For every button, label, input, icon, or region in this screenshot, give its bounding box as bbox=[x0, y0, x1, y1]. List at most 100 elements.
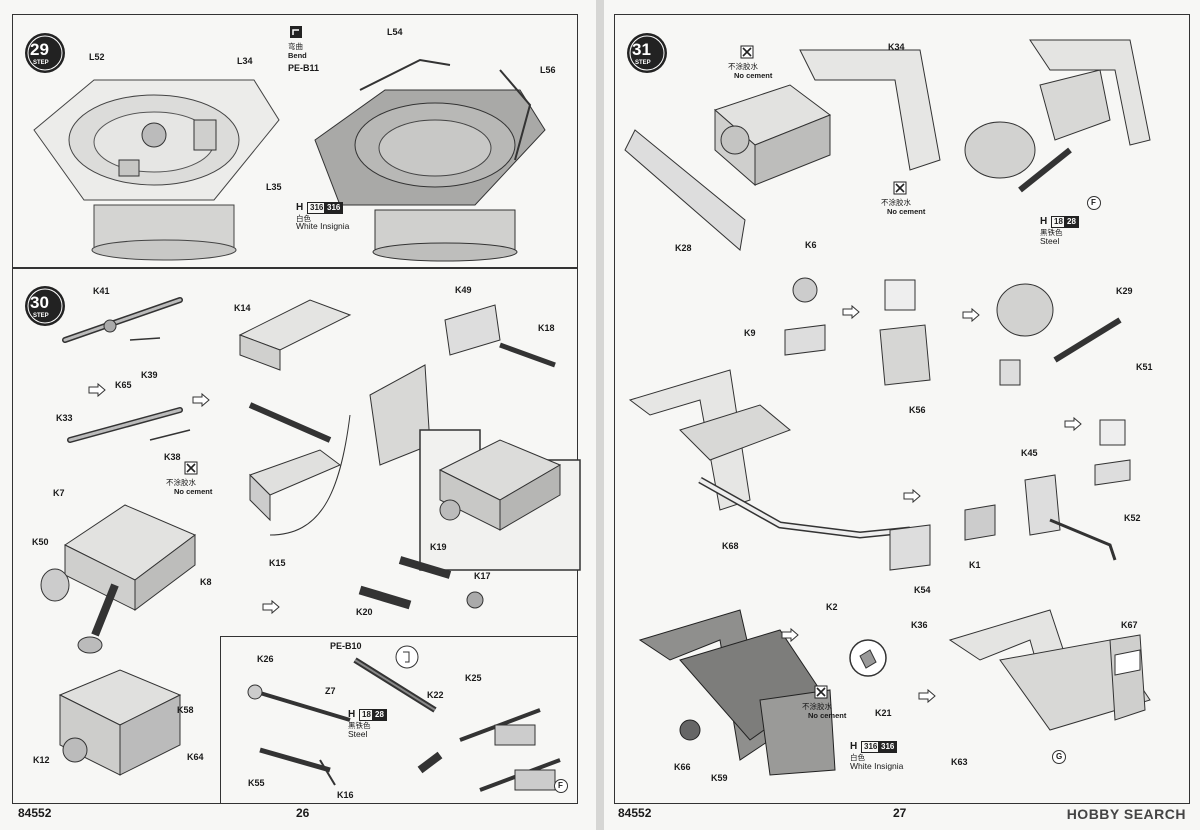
pe-part-B11: PE-B11 bbox=[288, 63, 320, 73]
label-K12: K12 bbox=[33, 755, 50, 765]
steel-paint-code-2: 28 bbox=[1064, 216, 1079, 228]
label-K55: K55 bbox=[248, 778, 265, 788]
step30-word: STEP bbox=[33, 313, 49, 319]
label-K20: K20 bbox=[356, 607, 373, 617]
direction-arrow-icon bbox=[962, 307, 980, 323]
mg-assembled-drawing bbox=[417, 708, 561, 792]
no-cement-label-cn: 不涂胶水 bbox=[728, 62, 758, 71]
white-paint-name-cn: 白色 bbox=[850, 753, 865, 762]
step31-word: STEP bbox=[635, 60, 651, 66]
label-K2: K2 bbox=[826, 602, 838, 612]
label-K15: K15 bbox=[269, 558, 286, 568]
steel-paint-name-en: Steel bbox=[348, 729, 368, 739]
direction-arrow-icon bbox=[918, 688, 936, 704]
left-page-number: 26 bbox=[296, 806, 310, 820]
gun-shaft-drawing bbox=[62, 297, 183, 343]
callout-f-icon bbox=[554, 779, 568, 793]
steel-paint-letter: H bbox=[348, 709, 356, 720]
step30-badge bbox=[25, 286, 65, 326]
left-catalog-number: 84552 bbox=[18, 806, 52, 820]
breech-assembly-drawing bbox=[238, 299, 431, 536]
label-K36: K36 bbox=[911, 620, 928, 630]
label-K1: K1 bbox=[969, 560, 981, 570]
label-K52: K52 bbox=[1124, 513, 1141, 523]
label-K34: K34 bbox=[888, 42, 905, 52]
step31-badge bbox=[627, 33, 667, 73]
gun-cradle-final-drawing bbox=[948, 609, 1151, 731]
no-cement-label-cn: 不涂胶水 bbox=[802, 702, 832, 711]
gun-shaft-2-drawing bbox=[67, 407, 191, 443]
no-cement-icon bbox=[893, 181, 907, 195]
label-K6: K6 bbox=[805, 240, 817, 250]
label-K50: K50 bbox=[32, 537, 49, 547]
white-paint-letter: H bbox=[850, 741, 858, 752]
label-K58: K58 bbox=[177, 705, 194, 715]
recoil-parts-drawing bbox=[358, 556, 484, 610]
paint-letter: H bbox=[296, 202, 304, 213]
machine-gun-drawing bbox=[353, 657, 437, 713]
step29-word: STEP bbox=[33, 60, 49, 66]
detail-callout-icon bbox=[395, 645, 419, 669]
direction-arrow-icon bbox=[192, 392, 210, 408]
callout-g-label: G bbox=[1056, 752, 1063, 761]
assembled-gun-inset bbox=[419, 429, 581, 571]
label-K59: K59 bbox=[711, 773, 728, 783]
gun-assembly-final-drawing bbox=[58, 669, 182, 776]
label-K56: K56 bbox=[909, 405, 926, 415]
no-cement-icon bbox=[740, 45, 754, 59]
label-K29: K29 bbox=[1116, 286, 1133, 296]
label-K19: K19 bbox=[430, 542, 447, 552]
label-K54: K54 bbox=[914, 585, 931, 595]
paint-name-en: White Insignia bbox=[296, 221, 350, 231]
callout-f-label: F bbox=[558, 781, 563, 790]
no-cement-icon bbox=[184, 461, 198, 475]
label-K25: K25 bbox=[465, 673, 482, 683]
white-paint-code-2: 316 bbox=[878, 741, 898, 753]
mg-mount-drawing bbox=[247, 684, 351, 786]
right-page-number: 27 bbox=[893, 806, 907, 820]
callout-f-label: F bbox=[1091, 198, 1096, 207]
direction-arrow-icon bbox=[781, 627, 799, 643]
detail-loupe-icon bbox=[849, 639, 887, 677]
steel-paint-name-en: Steel bbox=[1040, 236, 1060, 246]
label-K67: K67 bbox=[1121, 620, 1138, 630]
gun-mantlet-assembly-drawing bbox=[624, 49, 941, 251]
label-K68: K68 bbox=[722, 541, 739, 551]
bend-label-cn: 弯曲 bbox=[288, 42, 303, 51]
step30-number: 30 bbox=[30, 293, 49, 312]
label-K18: K18 bbox=[538, 323, 555, 333]
label-L35: L35 bbox=[266, 182, 282, 192]
direction-arrow-icon bbox=[1064, 416, 1082, 432]
steel-paint-name-cn: 黑铁色 bbox=[348, 721, 371, 730]
label-K41: K41 bbox=[93, 286, 110, 296]
label-Z7: Z7 bbox=[325, 686, 336, 696]
label-K14: K14 bbox=[234, 303, 251, 313]
turret-floor-painted-drawing bbox=[314, 58, 546, 262]
label-L54: L54 bbox=[387, 27, 403, 37]
label-K66: K66 bbox=[674, 762, 691, 772]
step29-badge bbox=[25, 33, 65, 73]
label-K45: K45 bbox=[1021, 448, 1038, 458]
direction-arrow-icon bbox=[262, 599, 280, 615]
label-K26: K26 bbox=[257, 654, 274, 664]
steel-paint-letter: H bbox=[1040, 216, 1048, 227]
callout-f-icon bbox=[1087, 196, 1101, 210]
gun-cradle-painted-drawing bbox=[638, 609, 836, 776]
label-K65: K65 bbox=[115, 380, 132, 390]
steel-paint-name-cn: 黑铁色 bbox=[1040, 228, 1063, 237]
no-cement-label-cn: 不涂胶水 bbox=[166, 478, 196, 487]
label-K7: K7 bbox=[53, 488, 65, 498]
label-K49: K49 bbox=[455, 285, 472, 295]
no-cement-label-en: No cement bbox=[734, 71, 773, 80]
bend-label-en: Bend bbox=[288, 51, 307, 60]
turret-floor-drawing bbox=[33, 79, 280, 261]
paint-code-2: 316 bbox=[324, 202, 344, 214]
step31-number: 31 bbox=[632, 40, 651, 59]
label-K22: K22 bbox=[427, 690, 444, 700]
label-L56: L56 bbox=[540, 65, 556, 75]
step30-sub-panel bbox=[220, 636, 578, 804]
mantlet-right-drawing bbox=[964, 39, 1151, 193]
label-K21: K21 bbox=[875, 708, 892, 718]
direction-arrow-icon bbox=[842, 304, 860, 320]
label-K28: K28 bbox=[675, 243, 692, 253]
